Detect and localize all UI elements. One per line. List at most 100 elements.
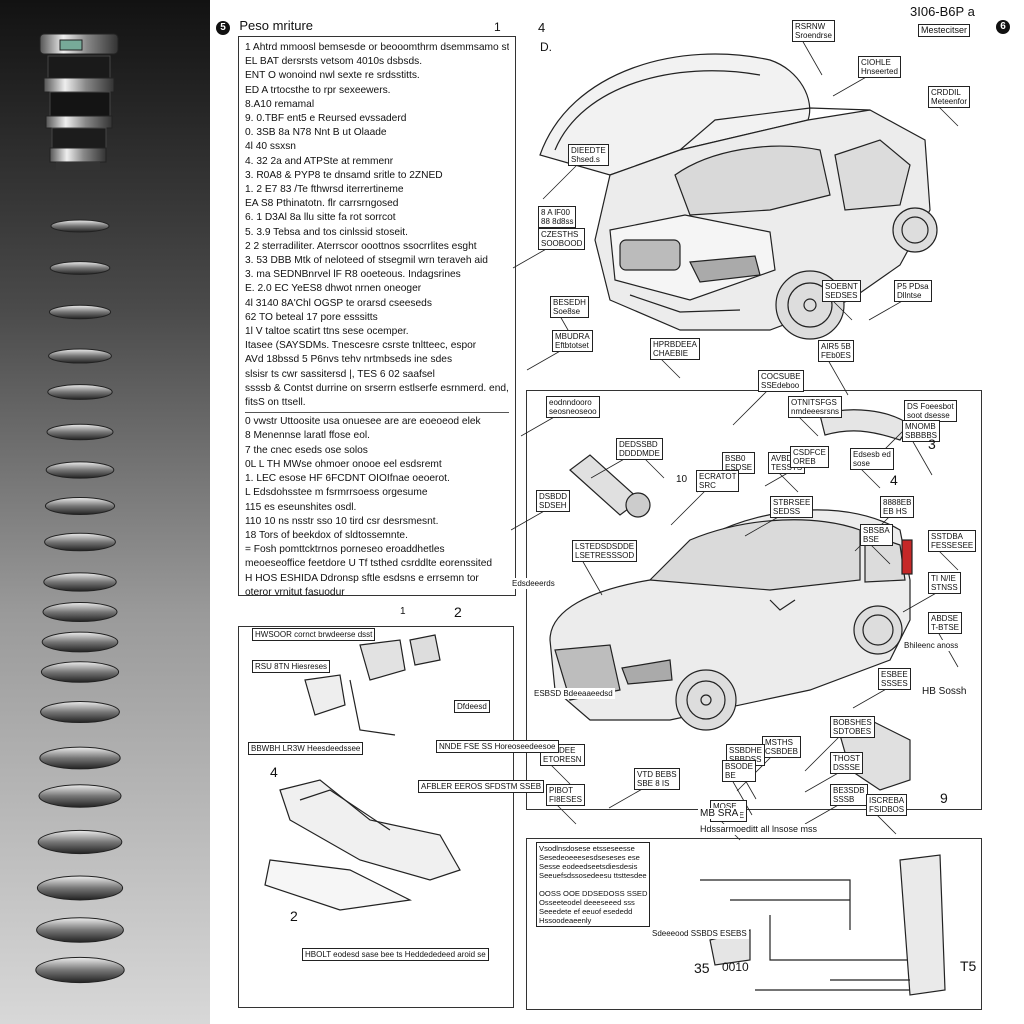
num-9-mid: 9 [940,790,948,806]
ll-label-e: BBWBH LR3W Heesdeedssee [248,742,364,755]
callout-label: MBUDRA Eftbtotset [552,330,593,352]
instruction-line: 1. LEC esose HF 6FCDNT OIOIfnae oeoerot. [245,473,450,485]
manual-page: 5 Peso mriture 1 4 D. 3I06-B6P a 6 Meste… [210,0,1024,1024]
leader-line [797,415,819,437]
parts-sidebar [0,0,210,1024]
section-badge: 5 [216,21,230,35]
callout-label: THOST DSSSE [830,752,864,774]
doc-code: 3I06-B6P a [910,4,975,19]
bottom-left-frame [238,626,514,1008]
column-mark-b: D. [540,40,552,54]
leader-line [512,247,549,269]
instruction-line: 1 Ahtrd mmoosl bemsesde or beooomthrm ds… [245,42,509,53]
washer-part [37,829,123,855]
instruction-line: ENT O wonoind nwl sexte re srdsstitts. [245,70,420,82]
mid-label-right: Bhileenc anoss [902,640,961,651]
callout-label: ABDSE T-BTSE [928,612,963,634]
callout-label: LSTEDSDSDDE LSETRESSSOD [572,540,638,562]
callout-label: P5 PDsa Dllntse [894,280,932,302]
leader-line [875,813,897,835]
instruction-text-box: 1 Ahtrd mmoosl bemsesde or beooomthrm ds… [238,36,516,596]
leader-line [670,489,707,526]
instruction-line: 9. 0.TBF ent5 e Reursed evssaderd [245,113,407,125]
leader-line [777,471,799,493]
instruction-line: EL BAT dersrsts vetsom 4010s dsbsds. [245,56,423,68]
mid-label-left: ESBSD Bdeeaaeedsd [532,688,615,699]
instruction-line: 6. 1 D3Al 8a llu sitte fa rot sorrcot [245,212,396,224]
washer-part [44,532,116,552]
instruction-line: 0L L TH MWse ohmoer onooe eel esdsremt [245,458,442,470]
callout-label: 8 A lF00 88 8d8ss [538,206,577,228]
num-10-mid: 10 [676,474,688,485]
washer-part [43,572,117,592]
instruction-line: 0. 3SB 8a N78 Nnt B ut Olaade [245,127,387,139]
washer-part [38,784,122,808]
leader-line [859,467,881,489]
num-1-top: 1 [400,606,406,617]
middle-car-illustration [549,509,913,731]
num-3-mid: 3 [928,436,936,452]
ll-label-f: AFBLER EEROS SFDSTM SSEB [418,780,545,793]
instruction-line: meoeseoffice feetdore U Tf tsthed csrddl… [245,558,493,570]
instruction-line: slsisr ts cwr sassitersd |, TES 6 02 saa… [245,368,435,380]
callout-label: Edsesb ed sose [850,448,894,470]
callout-label: RSRNW Sroendrse [792,20,835,42]
callout-label: ESBEE SSSES [878,668,911,690]
leader-line [643,457,665,479]
text-separator [245,412,509,414]
instruction-line: 3. 53 DBB Mtk of neloteed of stsegmil wr… [245,255,488,267]
callout-label: MSTHS CSBDEB [762,736,801,758]
instruction-line: Itasee (SAYSDMs. Tnescesre csrste tnltte… [245,340,477,352]
callout-label: ECRATOT SRC [696,470,740,492]
washer-part [45,461,115,479]
washer-part [47,384,113,400]
callout-label: DSBDD SDSEH [536,490,571,512]
instruction-line: AVd 18bssd 5 P6nvs tehv nrtmbseds ine sd… [245,354,453,366]
instruction-line: 18 Tors of beekdox of sldtossemnte. [245,529,408,541]
callout-label: SSTDBA FESSESEE [928,530,977,552]
instruction-line: 1l V taltoe scatirt ttns sese ocemper. [245,326,409,338]
callout-label: BOBSHES SDTOBES [830,716,875,738]
callout-label: DS Foeesbot soot dsesse [904,400,957,422]
instruction-line: 3. R0A8 & PYP8 te dnsamd sritle to 2ZNED [245,169,443,181]
leader-line [804,735,841,772]
section-badge-right: 6 [996,18,1010,34]
br-num-right: T5 [960,958,977,974]
page-number: 1 [494,20,501,34]
column-mark-a: 4 [538,20,546,35]
leader-line [555,803,577,825]
page-title: Peso mriture [239,18,314,33]
washer-part [36,917,124,943]
washer-part [50,219,110,233]
washer-part [48,304,112,320]
instruction-line: oteror yrnitut fasuodur [245,586,345,596]
leader-line [804,771,841,793]
callout-label: PIBOT FI8ESES [546,784,585,806]
instruction-line: ssssb & Contst durrine on srserrn estlse… [245,382,509,394]
leader-line [549,763,571,785]
callout-label: COCSUBE SSEdeboo [758,370,804,392]
leader-line [732,389,769,426]
callout-label: BSODE BE [722,760,757,782]
callout-label: BE3SDB SSSB [830,784,868,806]
leader-line [869,543,891,565]
callout-label: CRDDIL Meteenfor [928,86,971,108]
leader-line [937,105,959,127]
callout-label: CIOHLE Hnseerted [858,56,901,78]
header-left: 5 Peso mriture [216,18,313,35]
leader-line [542,163,579,200]
instruction-line: 8.A10 remamal [245,98,315,110]
washer-part [41,631,119,653]
parts-stack-illustration [35,33,125,984]
top-car-illustration [539,53,938,340]
instruction-line: H HOS ESHIDA Ddronsp sftle esdsns e errs… [245,572,479,584]
washer-part [48,348,112,364]
instruction-line: 4. 32 2a and ATPSte at remmenr [245,155,394,167]
callout-label: CZESTHS SOOBOOD [538,228,586,250]
instruction-line: 8 Menennse laratl ffose eol. [245,430,370,442]
ll-label-c: Dfdeesd [454,700,490,713]
washer-part [39,746,121,770]
leader-line [744,515,781,537]
instruction-line: 62 TO beteal 17 pore esssitts [245,311,378,323]
callout-label: HPRBDEEA CHAEBIE [650,338,701,360]
